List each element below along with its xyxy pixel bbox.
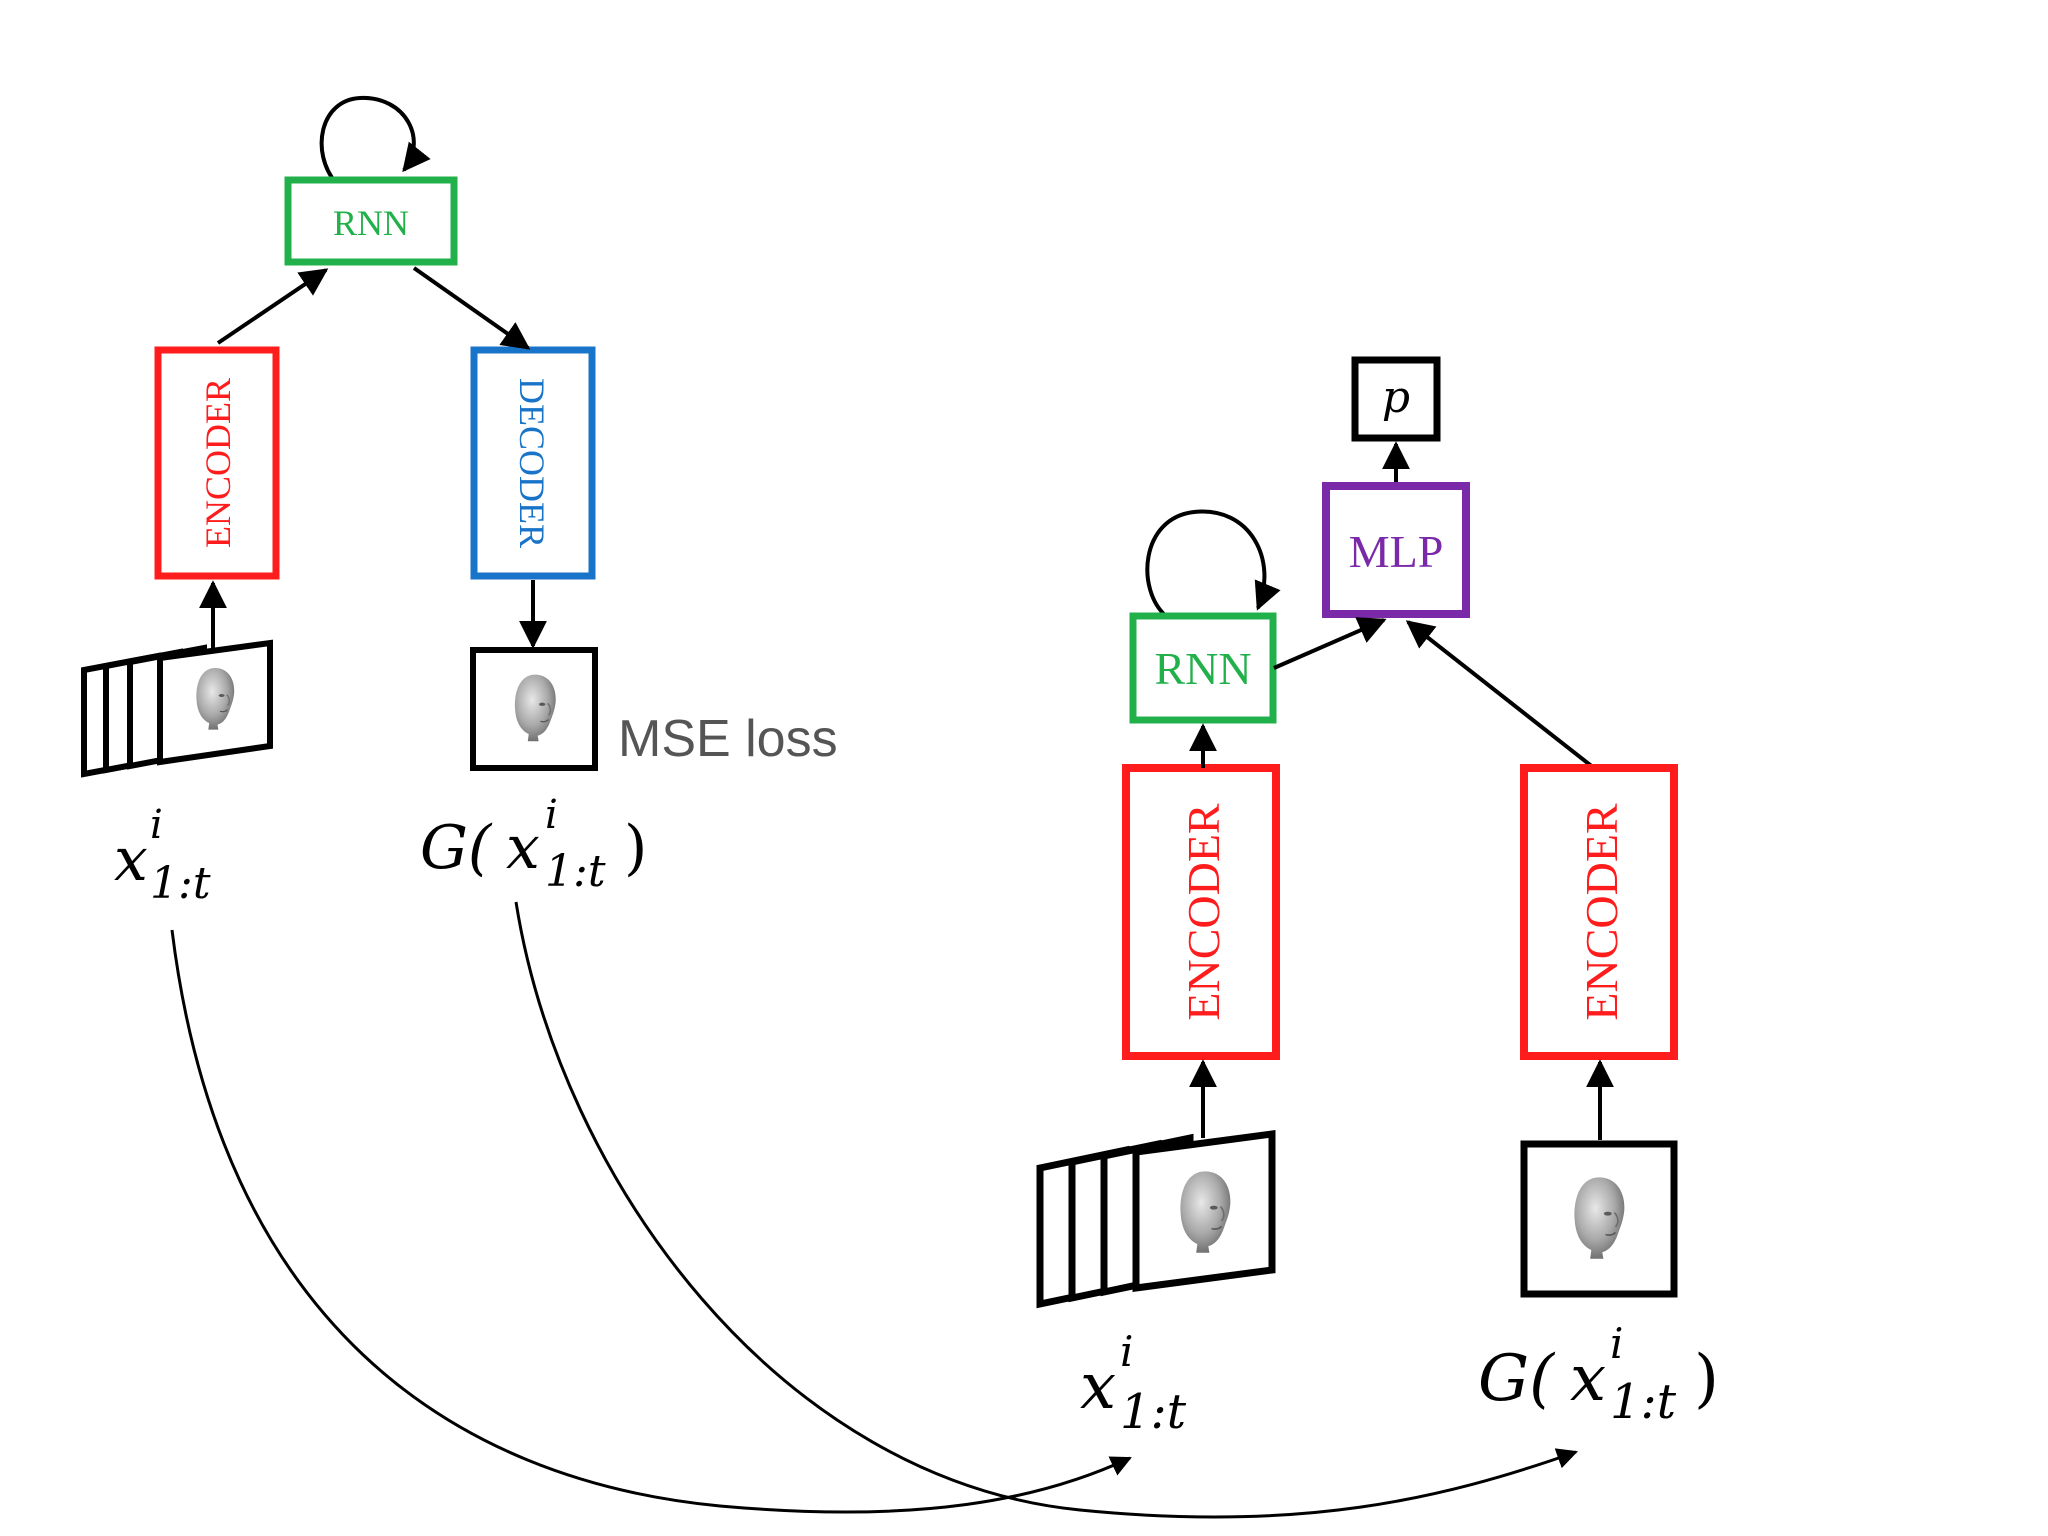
mse-loss-label: MSE loss [618,710,838,768]
left-rnn-to-decoder-arrow [412,266,531,350]
mlp-label: MLP [1349,526,1444,577]
left-rnn-block: RNN [284,176,458,266]
left-encoder-label: ENCODER [198,378,238,548]
left-decoder-block: DECODER [470,346,596,580]
left-rnn-recurrence-arrow [319,95,431,185]
right-generated-label: G( x i 1:t ) [1478,1300,1719,1434]
encoder-to-mlp-arrow [1405,620,1596,770]
left-encoder-to-rnn-arrow [216,268,329,345]
right-input-frame-stack [1036,1130,1276,1309]
right-input-label: x i 1:t [1080,1308,1187,1440]
right-encoder-right-label: ENCODER [1576,803,1627,1021]
right-output-p-block: p [1351,356,1441,442]
right-model: p MLP RNN ENCODER ENCODER [1036,356,1719,1440]
right-encoder-left-block: ENCODER [1122,764,1280,1060]
right-rnn-recurrence-arrow [1145,509,1281,618]
left-rnn-label: RNN [333,203,409,243]
generated-transfer-curve [514,901,1578,1519]
left-input-label: x i 1:t [114,783,211,909]
rnn-to-mlp-arrow [1273,617,1387,670]
input-transfer-curve [170,929,1132,1514]
right-encoder-right-block: ENCODER [1520,764,1678,1060]
left-model: RNN ENCODER DECODER MSE l [81,95,838,909]
left-encoder-block: ENCODER [154,346,280,580]
left-output-label: G( x i 1:t ) [420,773,647,901]
output-p-label: p [1382,372,1410,423]
right-mlp-block: MLP [1322,482,1470,618]
left-input-frame-stack [81,639,273,778]
right-rnn-block: RNN [1129,612,1277,724]
left-decoder-label: DECODER [512,378,552,548]
right-generated-frame [1520,1140,1678,1298]
right-rnn-label: RNN [1154,643,1251,694]
right-encoder-left-label: ENCODER [1178,803,1229,1021]
left-output-frame [470,647,598,771]
